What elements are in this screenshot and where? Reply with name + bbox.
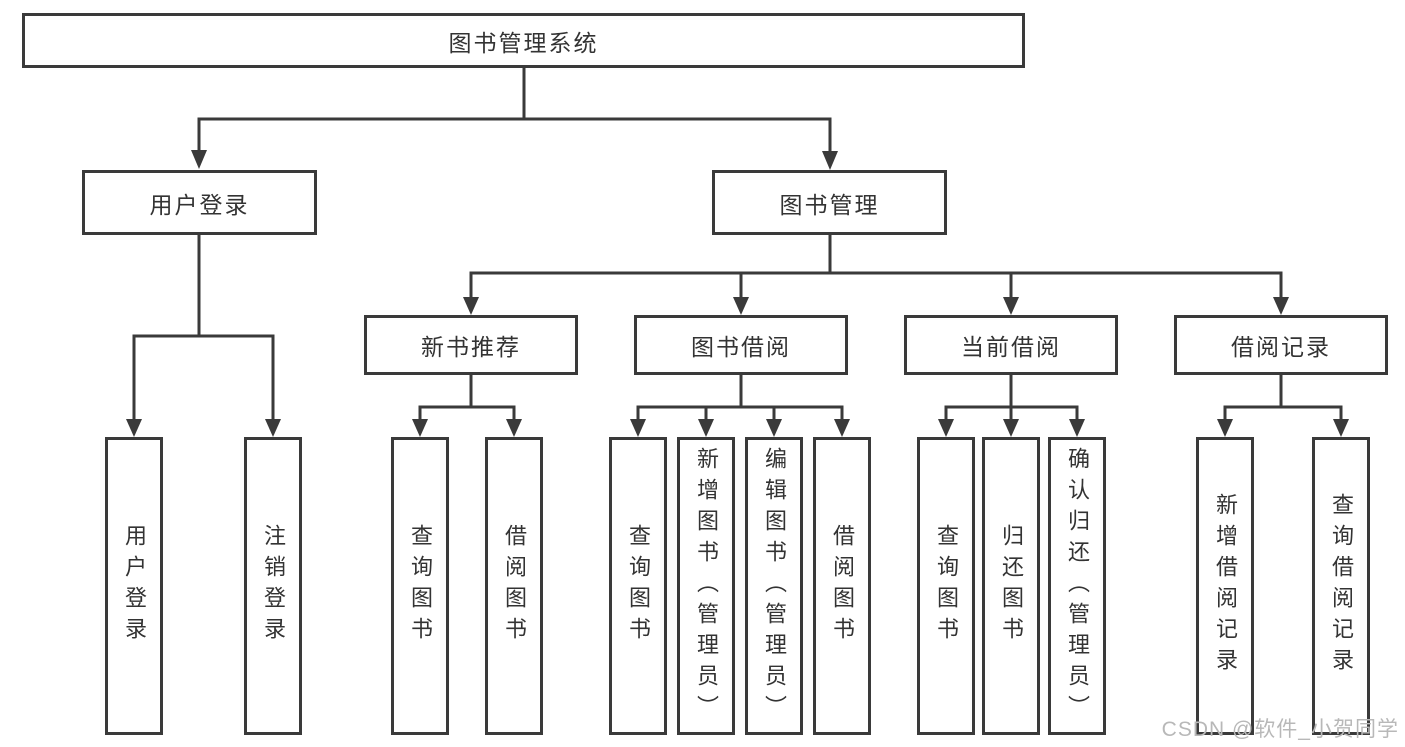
node-confirm-return-admin: 确认归还（管理员） [1048,437,1106,735]
node-query-books-recommend: 查询图书 [391,437,449,735]
node-query-borrow-record: 查询借阅记录 [1312,437,1370,735]
node-new-book-recommend: 新书推荐 [364,315,578,375]
node-edit-books-admin: 编辑图书（管理员） [745,437,803,735]
node-login: 用户登录 [105,437,163,735]
node-logout: 注销登录 [244,437,302,735]
node-library-system: 图书管理系统 [22,13,1025,68]
node-query-books-borrow: 查询图书 [609,437,667,735]
node-user-login: 用户登录 [82,170,317,235]
node-current-borrowing: 当前借阅 [904,315,1118,375]
node-borrow-books: 借阅图书 [813,437,871,735]
node-book-borrowing: 图书借阅 [634,315,848,375]
node-return-books: 归还图书 [982,437,1040,735]
node-book-management: 图书管理 [712,170,947,235]
node-add-books-admin: 新增图书（管理员） [677,437,735,735]
node-query-books-current: 查询图书 [917,437,975,735]
node-borrow-records: 借阅记录 [1174,315,1388,375]
node-add-borrow-record: 新增借阅记录 [1196,437,1254,735]
node-borrow-books-recommend: 借阅图书 [485,437,543,735]
